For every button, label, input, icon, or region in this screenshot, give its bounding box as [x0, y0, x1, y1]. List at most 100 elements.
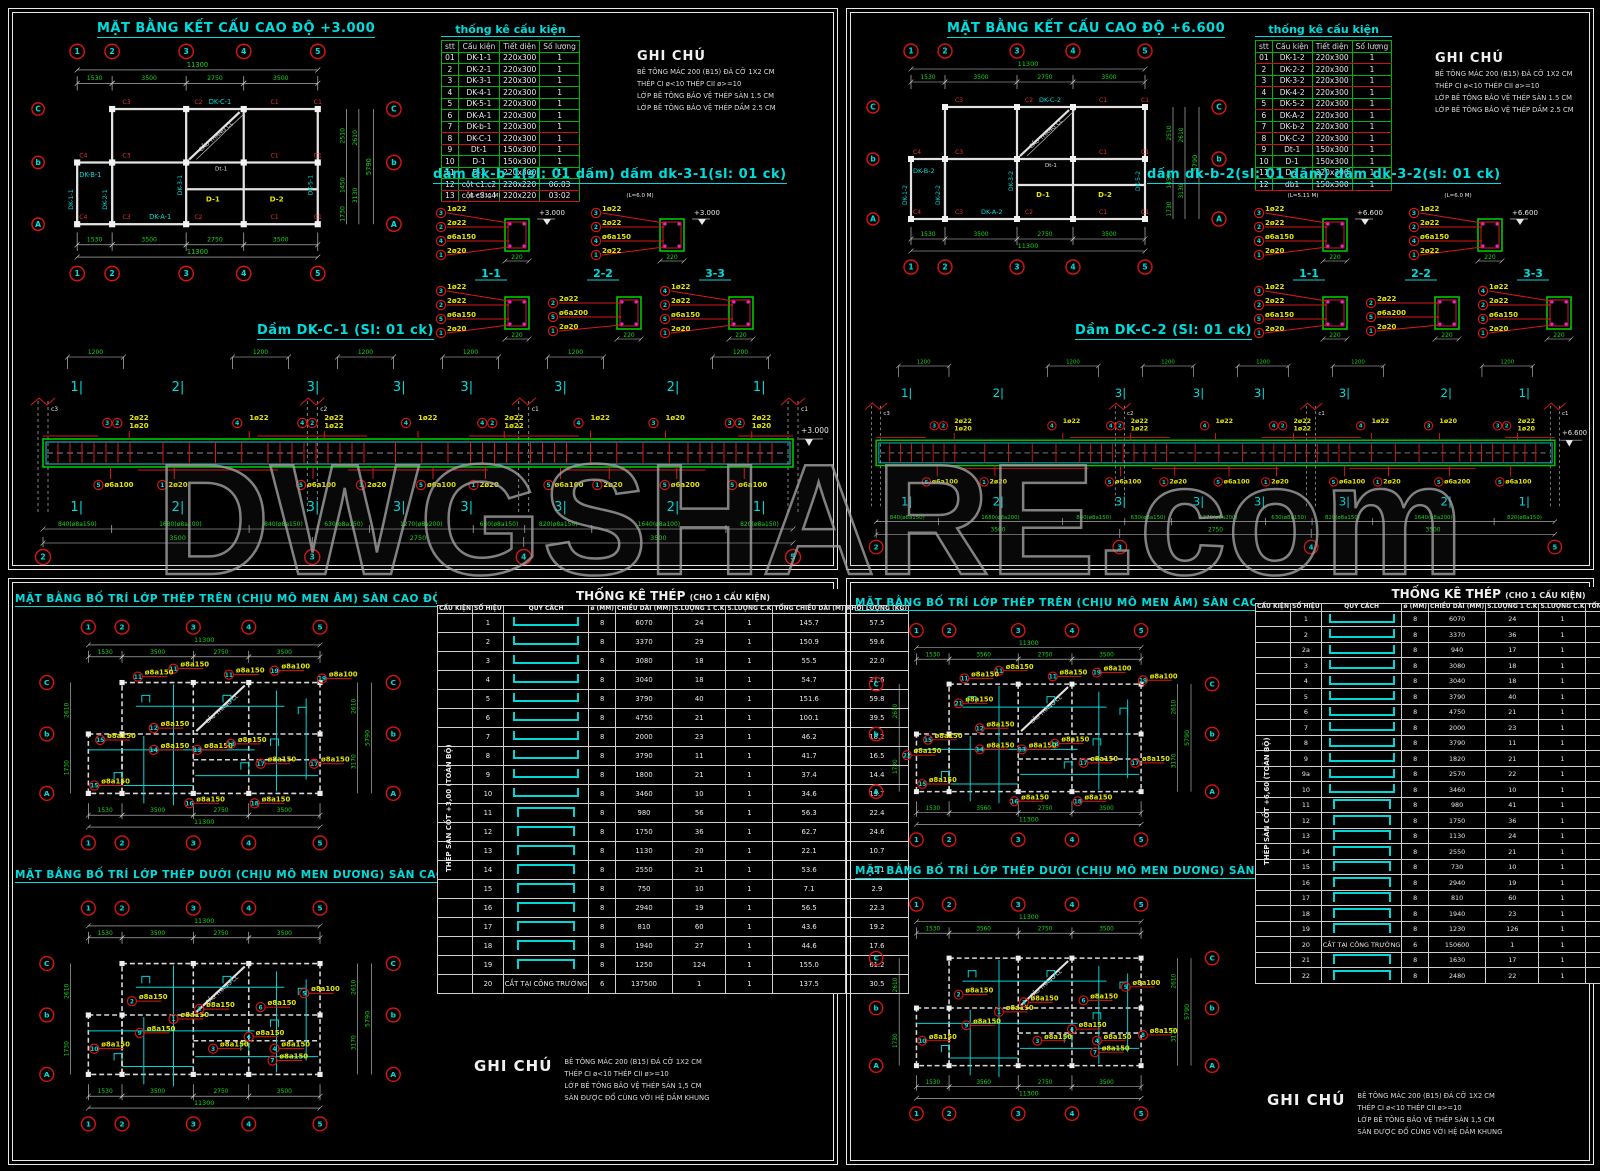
- rebar-spacing-label: ø8a150: [145, 669, 174, 677]
- line: [750, 336, 756, 342]
- label: 1530: [87, 75, 103, 82]
- label: 3170: [1172, 753, 1178, 768]
- rebar-tag-number: 5: [730, 482, 734, 489]
- cell: 46.2: [1585, 719, 1600, 736]
- rebar-tag-number: 5: [299, 482, 303, 489]
- cell: 1: [539, 155, 580, 168]
- rebar-hook: [940, 771, 950, 779]
- cell: DK-5-2: [1271, 97, 1313, 110]
- rebar-tag-number: 11: [169, 666, 177, 673]
- line: [196, 111, 247, 160]
- cell: [1254, 951, 1292, 969]
- cell: 59.8: [844, 688, 910, 709]
- grid-bubble-label: 5: [1552, 543, 1557, 551]
- line: [246, 654, 252, 660]
- cell: DK-b-2: [1271, 120, 1313, 133]
- rebar-tag-circle: [1120, 981, 1131, 992]
- chain-dim: 820(ø8a150): [1507, 515, 1542, 521]
- grid-bubble: [1204, 950, 1220, 966]
- cell: 3: [1255, 74, 1273, 87]
- bar-sketch: [1328, 753, 1395, 763]
- zone-label: 2|: [1441, 386, 1452, 400]
- label: 2610: [351, 980, 358, 995]
- column: [1142, 104, 1148, 110]
- section-length: (L=6.0 M): [626, 193, 653, 199]
- grid-bubble: [1204, 1000, 1220, 1016]
- zone-label: 3|: [1254, 386, 1265, 400]
- rebar-tag-number: 4: [272, 1046, 276, 1053]
- cell: 1: [1538, 719, 1587, 736]
- stair-label: CẦU THANG CL: [197, 119, 235, 154]
- line: [873, 519, 879, 525]
- rebar-tag-number: 3: [105, 420, 109, 427]
- break-mark: [1300, 402, 1323, 411]
- rebar-spacing-label: ø8a150: [279, 1053, 308, 1061]
- label: 1200: [253, 349, 268, 356]
- cell: 1820: [1428, 750, 1487, 767]
- cell: [1320, 827, 1403, 845]
- rebar-tag-number: 3: [1257, 288, 1261, 295]
- column: [1015, 789, 1021, 795]
- line: [85, 1093, 91, 1099]
- rebar-tag-number: 5: [1437, 480, 1441, 486]
- line: [1499, 258, 1505, 264]
- cell: 220x300: [1311, 86, 1353, 99]
- grid-bubble-label: 3: [183, 269, 188, 278]
- section-name: 2-2: [593, 267, 613, 280]
- label: 1530: [925, 1080, 940, 1086]
- cell: DK-2-1: [457, 63, 501, 76]
- rebar-tag-circle: [126, 996, 138, 1007]
- cell: 17: [1485, 951, 1540, 969]
- break-mark: [780, 397, 806, 406]
- cell: 220x300: [1311, 109, 1353, 122]
- cell: D-2: [1271, 166, 1313, 179]
- label: 2750: [213, 649, 228, 656]
- chain-dim: 840(ø8a150): [890, 515, 925, 521]
- chain-dim: 1270(ø8a200): [400, 521, 443, 528]
- rebar-tag-circle: [1213, 477, 1223, 487]
- rebar-tag-number: 11: [960, 676, 968, 682]
- cell: 220x300: [1311, 74, 1353, 87]
- stirrup: [1480, 221, 1500, 249]
- rebar-hook: [1092, 738, 1102, 746]
- rebar-tag-number: 4: [1481, 288, 1485, 295]
- level-mark: [1565, 440, 1573, 447]
- rebar-tag-circle: [547, 311, 559, 323]
- level-label: +6.600: [1512, 209, 1538, 217]
- grid-bubble-label: 4: [1069, 626, 1074, 635]
- cell: 19: [672, 897, 727, 918]
- cell: 9: [1255, 143, 1273, 156]
- zone-label: 2|: [993, 494, 1004, 508]
- line: [119, 1093, 125, 1099]
- rebar-dot: [746, 300, 750, 304]
- rebar-label: 2ø22: [1489, 297, 1509, 305]
- label: 220: [511, 254, 523, 261]
- rebar-hook: [222, 694, 232, 703]
- rebar-hook: [240, 762, 250, 770]
- beam-top-bar-label: 1ø22: [249, 414, 269, 422]
- rebar-hook: [1046, 696, 1056, 704]
- cell: 8: [588, 897, 616, 918]
- rebar-tag-number: 2: [115, 420, 119, 427]
- rebar-dot: [508, 244, 512, 248]
- rebar-label: ø6a150: [447, 233, 476, 241]
- component-table-title: thống kê cấu kiện: [441, 23, 580, 37]
- beam-top-bar-label: 2ø22: [752, 414, 772, 422]
- cell: [436, 783, 474, 804]
- chain-dim: 630(ø8a150): [480, 521, 519, 528]
- stair-label: CẦU THANG CL: [1028, 693, 1063, 725]
- rebar-tag-circle: [590, 207, 602, 219]
- rebar-tag-number: 2: [1257, 224, 1261, 231]
- cell: 1: [1538, 920, 1587, 938]
- cell: 1: [1538, 672, 1587, 690]
- line: [1138, 645, 1144, 651]
- cell: DK-4-1: [457, 86, 501, 99]
- rebar-tag-number: 1: [1257, 330, 1261, 337]
- cell: 16: [472, 897, 504, 918]
- rebar-spacing-label: ø8a150: [1090, 992, 1118, 1000]
- cell: 1: [1538, 657, 1587, 674]
